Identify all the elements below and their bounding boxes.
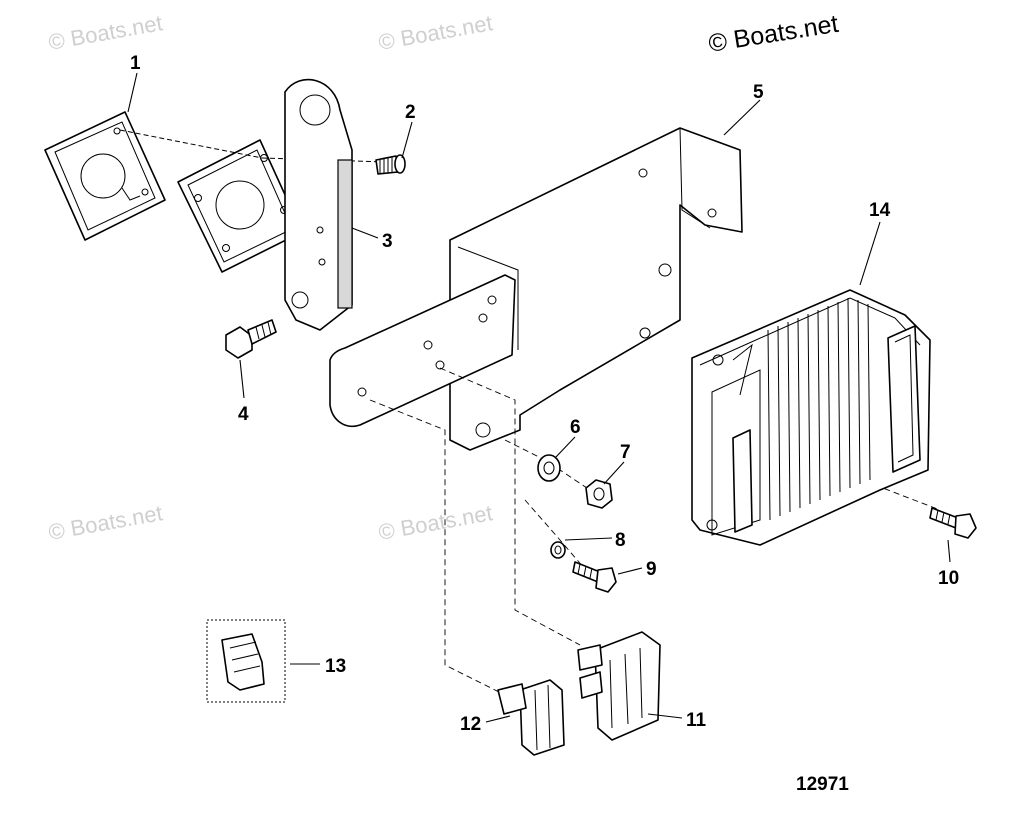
fuse-holder-part-12[interactable] (497, 679, 565, 756)
mounting-plate-part-3[interactable] (284, 78, 353, 331)
lockwasher-part-8[interactable] (550, 541, 566, 559)
nut-part-7[interactable] (585, 479, 613, 509)
callout-3: 3 (382, 231, 393, 252)
cooling-fins (767, 297, 871, 521)
callout-4: 4 (238, 404, 249, 425)
watermark-top-center: © Boats.net (377, 10, 495, 55)
callout-5: 5 (753, 82, 764, 103)
screw-part-2[interactable] (375, 154, 406, 175)
callout-6: 6 (570, 417, 581, 438)
callout-14: 14 (869, 200, 891, 221)
callout-12: 12 (460, 714, 481, 735)
main-bracket-part-5[interactable] (329, 127, 743, 451)
callout-2: 2 (405, 102, 416, 123)
bolt-part-9[interactable] (572, 561, 617, 593)
brand-mark: © Boats.net (707, 10, 841, 58)
fuse-holder-part-11[interactable] (577, 631, 661, 741)
washer-part-6[interactable] (537, 454, 561, 482)
control-module-part-14[interactable] (691, 289, 931, 546)
callout-11: 11 (686, 710, 707, 731)
diagram-number: 12971 (796, 774, 849, 795)
gasket-part-1[interactable] (44, 111, 166, 241)
bolt-part-10[interactable] (929, 507, 977, 539)
gasket-part-1b[interactable] (177, 139, 303, 273)
callout-13: 13 (325, 656, 346, 677)
watermark-mid-center: © Boats.net (377, 500, 495, 545)
bolt-part-4[interactable] (225, 319, 277, 359)
watermark-mid-left: © Boats.net (47, 500, 165, 545)
callout-10: 10 (938, 568, 959, 589)
callout-9: 9 (646, 559, 657, 580)
callout-7: 7 (620, 442, 631, 463)
fuse-part-13[interactable] (206, 619, 286, 703)
callout-1: 1 (130, 53, 141, 74)
watermark-top-left: © Boats.net (47, 10, 165, 55)
callout-8: 8 (615, 530, 626, 551)
